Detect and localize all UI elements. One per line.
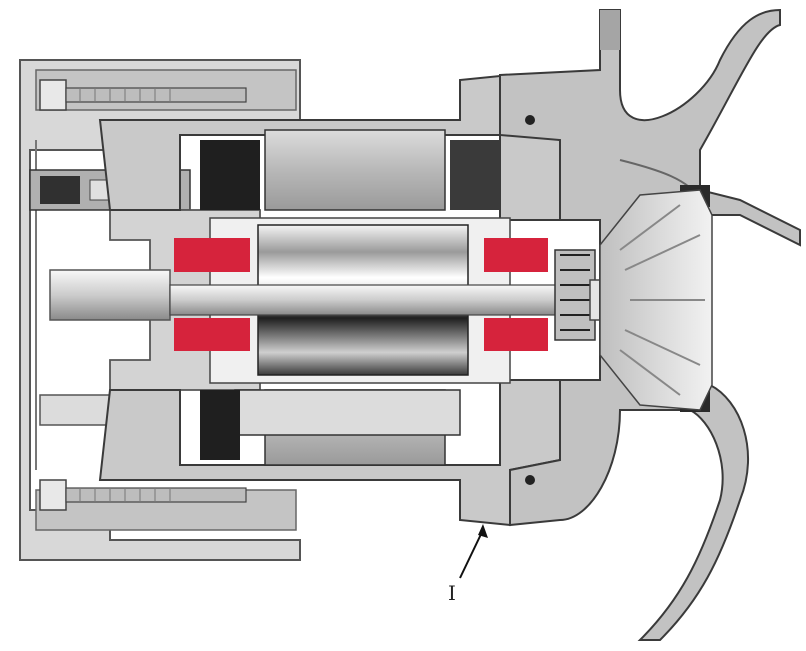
front-bearing-top-marker (484, 238, 548, 272)
bolt-bottom (39, 479, 247, 511)
bolt-top (39, 79, 247, 111)
front-bearing-bottom-marker (484, 318, 548, 351)
bearing-highlights (174, 238, 548, 351)
rear-bearing-bottom-marker (174, 318, 250, 351)
stator-bottom (200, 389, 461, 466)
rear-bearing-top-marker (174, 238, 250, 272)
callout-arrow (459, 524, 488, 579)
impeller (599, 189, 713, 411)
stator-top (200, 129, 500, 211)
callout-label: I (448, 581, 456, 605)
